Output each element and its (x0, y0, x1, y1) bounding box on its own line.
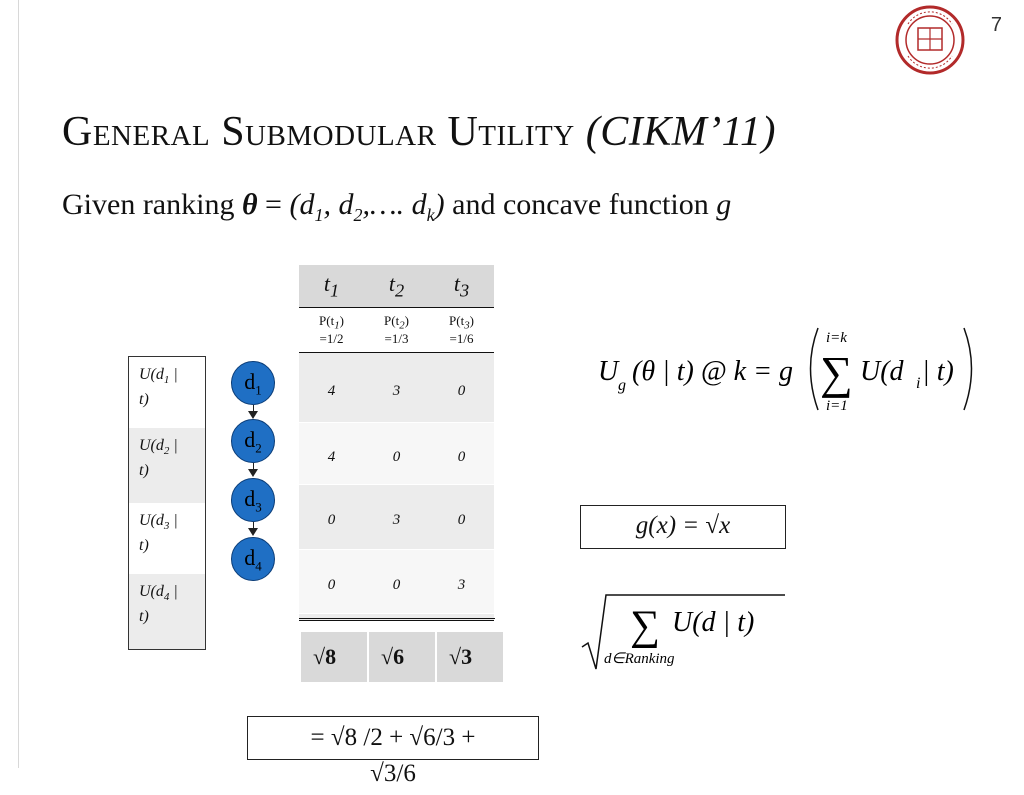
utility-label: U(d3 |t) (128, 503, 206, 574)
arrow-line (253, 463, 254, 472)
utility-label-column: U(d1 |t) U(d2 |t) U(d3 |t) U(d4 |t) (128, 356, 206, 650)
utility-label: U(d4 |t) (128, 574, 206, 650)
table-cell: 0 (364, 422, 429, 485)
utility-formula-svg: U g (θ | t) @ k = g i=k ∑ i=1 U(d i | t) (598, 327, 973, 414)
table-cell: 4 (299, 352, 364, 423)
topic-header: t3 (429, 265, 494, 308)
result-line-1: = √8 /2 + √6/3 + (310, 724, 476, 751)
doc-node-d2: d2 (231, 419, 275, 463)
svg-text:i=1: i=1 (826, 398, 848, 414)
table-cell: 0 (429, 484, 494, 550)
table-divider (299, 618, 495, 619)
utility-formula: U g (θ | t) @ k = g i=k ∑ i=1 U(d i | t) (598, 318, 978, 426)
table-row: 0 3 0 (299, 484, 494, 550)
table-row: 4 0 0 (299, 422, 494, 485)
table-cell: 0 (429, 422, 494, 485)
topic-header: t2 (364, 265, 429, 308)
function-g: g (716, 188, 732, 221)
topic-utility-table: t1 t2 t3 P(t1)=1/2 P(t2)=1/3 P(t3)=1/6 4… (299, 265, 494, 621)
subtitle-prefix: Given ranking (62, 188, 235, 221)
sigma-symbol: ∑ (820, 347, 853, 398)
result-equation-box: = √8 /2 + √6/3 + √3/6 (247, 716, 539, 787)
topic-header-row: t1 t2 t3 (299, 265, 494, 308)
table-row: 4 3 0 (299, 352, 494, 423)
topic-probability: P(t3)=1/6 (429, 307, 494, 353)
topic-totals-row: √8 √6 √3 (299, 632, 503, 682)
table-cell: 0 (299, 484, 364, 550)
doc-node-d1: d1 (231, 361, 275, 405)
topic-probability: P(t2)=1/3 (364, 307, 429, 353)
arrow-down-icon (248, 469, 258, 477)
svg-text:U(d: U(d (860, 356, 905, 387)
slide-number: 7 (990, 14, 1002, 36)
table-cell: 0 (299, 549, 364, 614)
arrow-line (253, 405, 254, 414)
left-margin-line (18, 0, 19, 768)
svg-text:U(d | t): U(d | t) (672, 607, 754, 638)
subtitle-equals: = (265, 188, 282, 221)
theta-symbol: θ (241, 188, 258, 221)
table-cell: 3 (429, 549, 494, 614)
svg-text:(θ | t) @ k = g: (θ | t) @ k = g (632, 356, 793, 387)
table-cell: 0 (429, 352, 494, 423)
doc-node-d4: d4 (231, 537, 275, 581)
table-cell: 3 (364, 352, 429, 423)
svg-text:i: i (916, 375, 920, 392)
topic-header: t1 (299, 265, 364, 308)
arrow-down-icon (248, 411, 258, 419)
ranking-sequence: (d1, d2,…. dk) (289, 188, 445, 225)
slide-subtitle: Given ranking θ = (d1, d2,…. dk) and con… (62, 188, 731, 226)
table-cell: 3 (364, 484, 429, 550)
table-spacer-row (299, 613, 494, 621)
arrow-line (253, 522, 254, 531)
svg-text:∑: ∑ (630, 603, 660, 649)
slide-title: General Submodular Utility (CIKM’11) (62, 108, 776, 156)
sqrt-sum-formula: ∑ U(d | t) d∈Ranking (580, 585, 790, 683)
topic-probability-row: P(t1)=1/2 P(t2)=1/3 P(t3)=1/6 (299, 307, 494, 353)
subtitle-mid: and concave function (452, 188, 709, 221)
cornell-seal-icon (895, 5, 965, 75)
topic-total: √3 (435, 632, 503, 682)
arrow-down-icon (248, 528, 258, 536)
table-row: 0 0 3 (299, 549, 494, 614)
topic-total: √6 (367, 632, 436, 682)
title-main: General Submodular Utility (62, 109, 575, 155)
concave-function-box: g(x) = √x (580, 505, 786, 549)
utility-label: U(d1 |t) (128, 356, 206, 428)
title-venue: (CIKM’11) (585, 109, 777, 155)
svg-text:d∈Ranking: d∈Ranking (604, 651, 675, 667)
result-line-2: √3/6 (370, 760, 416, 787)
svg-text:g: g (618, 377, 626, 394)
table-cell: 0 (364, 549, 429, 614)
topic-probability: P(t1)=1/2 (299, 307, 364, 353)
doc-node-d3: d3 (231, 478, 275, 522)
svg-text:| t): | t) (922, 356, 954, 387)
svg-text:i=k: i=k (826, 330, 847, 346)
svg-text:U: U (598, 356, 620, 387)
table-cell: 4 (299, 422, 364, 485)
utility-label: U(d2 |t) (128, 428, 206, 503)
topic-total: √8 (299, 632, 368, 682)
